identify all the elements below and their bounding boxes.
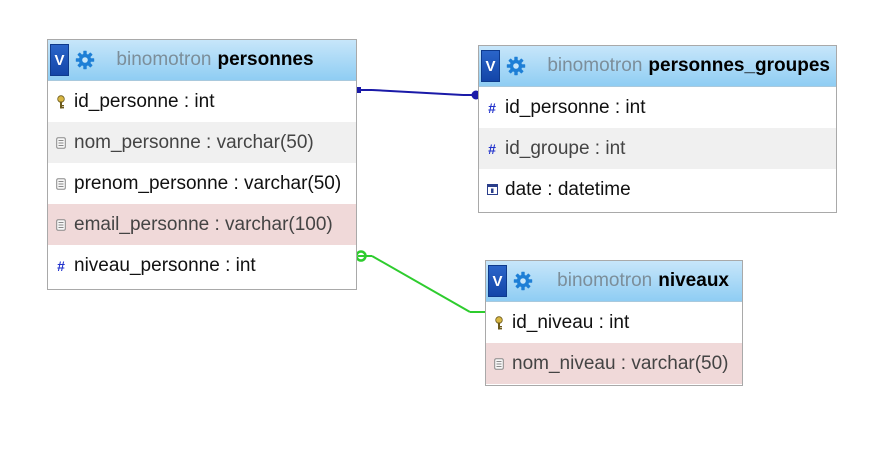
column-row-prenom-personne[interactable]: prenom_personne : varchar(50) [48,163,356,204]
column-row-niveau-personne[interactable]: # niveau_personne : int [48,245,356,286]
column-row-id-personne[interactable]: id_personne : int [48,81,356,122]
column-row-nom-niveau[interactable]: nom_niveau : varchar(50) [486,343,742,384]
column-label: nom_personne : varchar(50) [74,131,314,153]
toggle-columns-button[interactable]: V [481,50,500,82]
table-name: personnes_groupes [648,55,830,76]
column-label: nom_niveau : varchar(50) [512,352,729,374]
toggle-columns-button[interactable]: V [488,265,507,297]
field-icon [494,357,504,370]
field-icon [56,177,66,190]
database-name: binomotron [116,49,212,70]
column-row-email-personne[interactable]: email_personne : varchar(100) [48,204,356,245]
column-row-id-niveau[interactable]: id_niveau : int [486,302,742,343]
column-label: email_personne : varchar(100) [74,213,333,235]
table-name: personnes [217,49,314,70]
column-label: date : datetime [505,178,631,200]
primary-key-icon [57,94,65,108]
field-icon [56,136,66,149]
column-label: prenom_personne : varchar(50) [74,172,342,194]
column-row-id-personne[interactable]: # id_personne : int [479,87,836,128]
database-name: binomotron [547,55,643,76]
field-icon [56,218,66,231]
numeric-icon: # [488,99,496,116]
relation-personnes-to-personnes-groupes [355,87,481,100]
table-name: niveaux [658,270,729,291]
gear-icon[interactable] [506,56,526,76]
toggle-columns-button[interactable]: V [50,44,69,76]
column-label: niveau_personne : int [74,254,256,276]
relation-personnes-to-niveaux [355,250,485,313]
column-row-nom-personne[interactable]: nom_personne : varchar(50) [48,122,356,163]
database-name: binomotron [557,270,653,291]
calendar-icon [486,184,498,195]
gear-icon[interactable] [513,271,533,291]
column-label: id_groupe : int [505,137,626,159]
column-row-date[interactable]: date : datetime [479,169,836,210]
column-row-id-groupe[interactable]: # id_groupe : int [479,128,836,169]
numeric-icon: # [57,257,65,274]
primary-key-icon [495,315,503,329]
column-label: id_personne : int [505,96,646,118]
gear-icon[interactable] [75,50,95,70]
numeric-icon: # [488,140,496,157]
column-label: id_personne : int [74,90,215,112]
column-label: id_niveau : int [512,311,630,333]
